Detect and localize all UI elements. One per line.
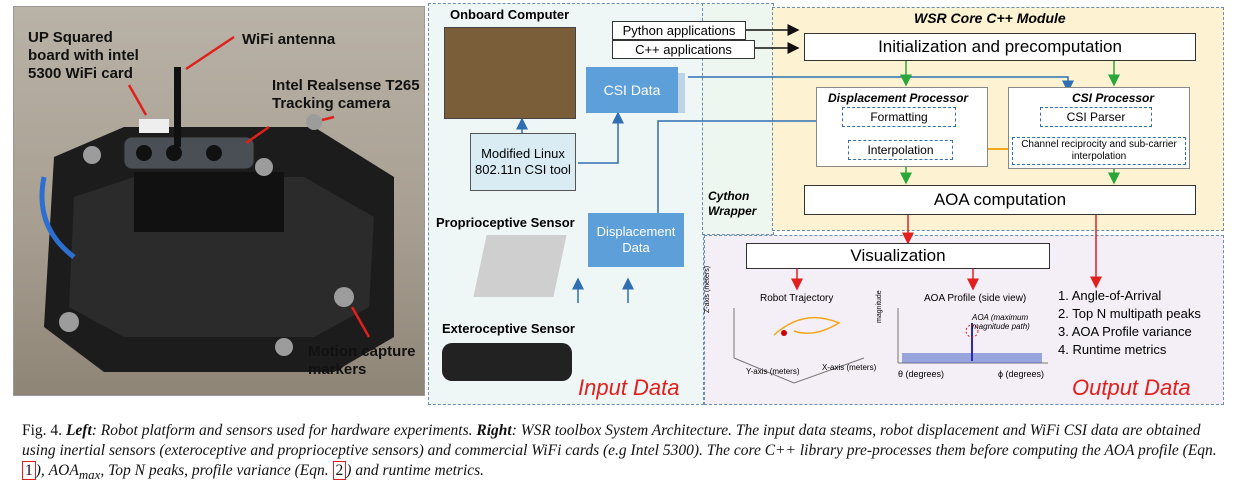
traj-x-axis-label: X-axis (meters) bbox=[822, 363, 877, 372]
displacement-data-box: Displacement Data bbox=[588, 213, 684, 267]
csi-parser-box: CSI Parser bbox=[1040, 107, 1152, 127]
csi-data-box: CSI Data bbox=[586, 67, 678, 113]
output-data-label: Output Data bbox=[1072, 375, 1191, 400]
aoa-theta-label: θ (degrees) bbox=[898, 369, 945, 379]
init-box: Initialization and precomputation bbox=[804, 33, 1196, 61]
caption-mid: ), bbox=[35, 462, 45, 479]
outputs-list: 1. Angle-of-Arrival 2. Top N multipath p… bbox=[1058, 287, 1201, 359]
board-image bbox=[444, 27, 576, 119]
aoa-max: AOAmax bbox=[48, 462, 101, 483]
traj-y-axis-label: Y-axis (meters) bbox=[746, 367, 800, 376]
aoa-profile-title: AOA Profile (side view) bbox=[924, 293, 1027, 304]
up-squared-label: UP Squared board with intel 5300 WiFi ca… bbox=[28, 29, 139, 82]
visualization-box: Visualization bbox=[746, 243, 1050, 269]
output-item: 2. Top N multipath peaks bbox=[1058, 306, 1201, 321]
aoa-profile-plot bbox=[897, 308, 1048, 364]
fig-number: Fig. 4. bbox=[22, 422, 63, 439]
aoa-computation-box: AOA computation bbox=[804, 185, 1196, 215]
traj-z-axis-label: Z-axis (meters) bbox=[704, 265, 711, 313]
output-item: 1. Angle-of-Arrival bbox=[1058, 288, 1162, 303]
extero-sensor-label: Exteroceptive Sensor bbox=[442, 321, 575, 336]
eqn-2-link[interactable]: 2 bbox=[332, 461, 347, 480]
imu-image bbox=[473, 235, 567, 297]
disp-processor-title: Displacement Processor bbox=[828, 91, 969, 105]
robot-trajectory-title: Robot Trajectory bbox=[760, 293, 834, 304]
input-data-label: Input Data bbox=[578, 375, 680, 400]
modified-csi-tool-box: Modified Linux 802.11n CSI tool bbox=[470, 133, 576, 191]
onboard-computer-label: Onboard Computer bbox=[450, 7, 570, 22]
robot-photo: UP Squared board with intel 5300 WiFi ca… bbox=[13, 6, 425, 396]
aoa-magnitude-label: magnitude bbox=[876, 290, 883, 323]
cpp-apps-box: C++ applications bbox=[612, 40, 755, 59]
aoa-phi-label: ϕ (degrees) bbox=[998, 369, 1045, 379]
robot-illustration bbox=[39, 35, 394, 372]
motion-capture-label: Motion capture markers bbox=[308, 343, 416, 378]
formatting-box: Formatting bbox=[842, 107, 956, 127]
csi-processor-title: CSI Processor bbox=[1072, 91, 1155, 105]
proprio-sensor-label: Proprioceptive Sensor bbox=[436, 215, 575, 230]
caption-end: ) and runtime metrics. bbox=[346, 462, 485, 479]
architecture-diagram: Onboard Computer Python applications C++… bbox=[428, 3, 1227, 405]
python-apps-box: Python applications bbox=[612, 21, 746, 40]
core-title: WSR Core C++ Module bbox=[914, 10, 1066, 26]
output-item: 3. AOA Profile variance bbox=[1058, 324, 1192, 339]
trajectory-plot bbox=[733, 308, 865, 384]
caption-left-text: : Robot platform and sensors used for ha… bbox=[91, 422, 473, 439]
t265-image bbox=[442, 343, 572, 381]
eqn-1-link[interactable]: 1 bbox=[22, 461, 36, 480]
caption-right: Right bbox=[476, 422, 512, 439]
output-item: 4. Runtime metrics bbox=[1058, 342, 1167, 357]
caption-tail: , Top N peaks, profile variance (Eqn. bbox=[100, 462, 329, 479]
channel-reciprocity-box: Channel reciprocity and sub-carrier inte… bbox=[1012, 137, 1186, 165]
realsense-label: Intel Realsense T265 Tracking camera bbox=[272, 77, 420, 112]
caption-right-text: : WSR toolbox System Architecture. The i… bbox=[22, 422, 1217, 459]
aoa-annotation: AOA (maximum magnitude path) bbox=[972, 313, 1030, 331]
figure-caption: Fig. 4. Left: Robot platform and sensors… bbox=[22, 421, 1232, 485]
wifi-antenna-label: WiFi antenna bbox=[242, 31, 336, 48]
interpolation-box: Interpolation bbox=[848, 140, 953, 160]
cython-wrapper-label: Cython Wrapper bbox=[708, 189, 757, 218]
caption-left: Left bbox=[65, 422, 92, 439]
